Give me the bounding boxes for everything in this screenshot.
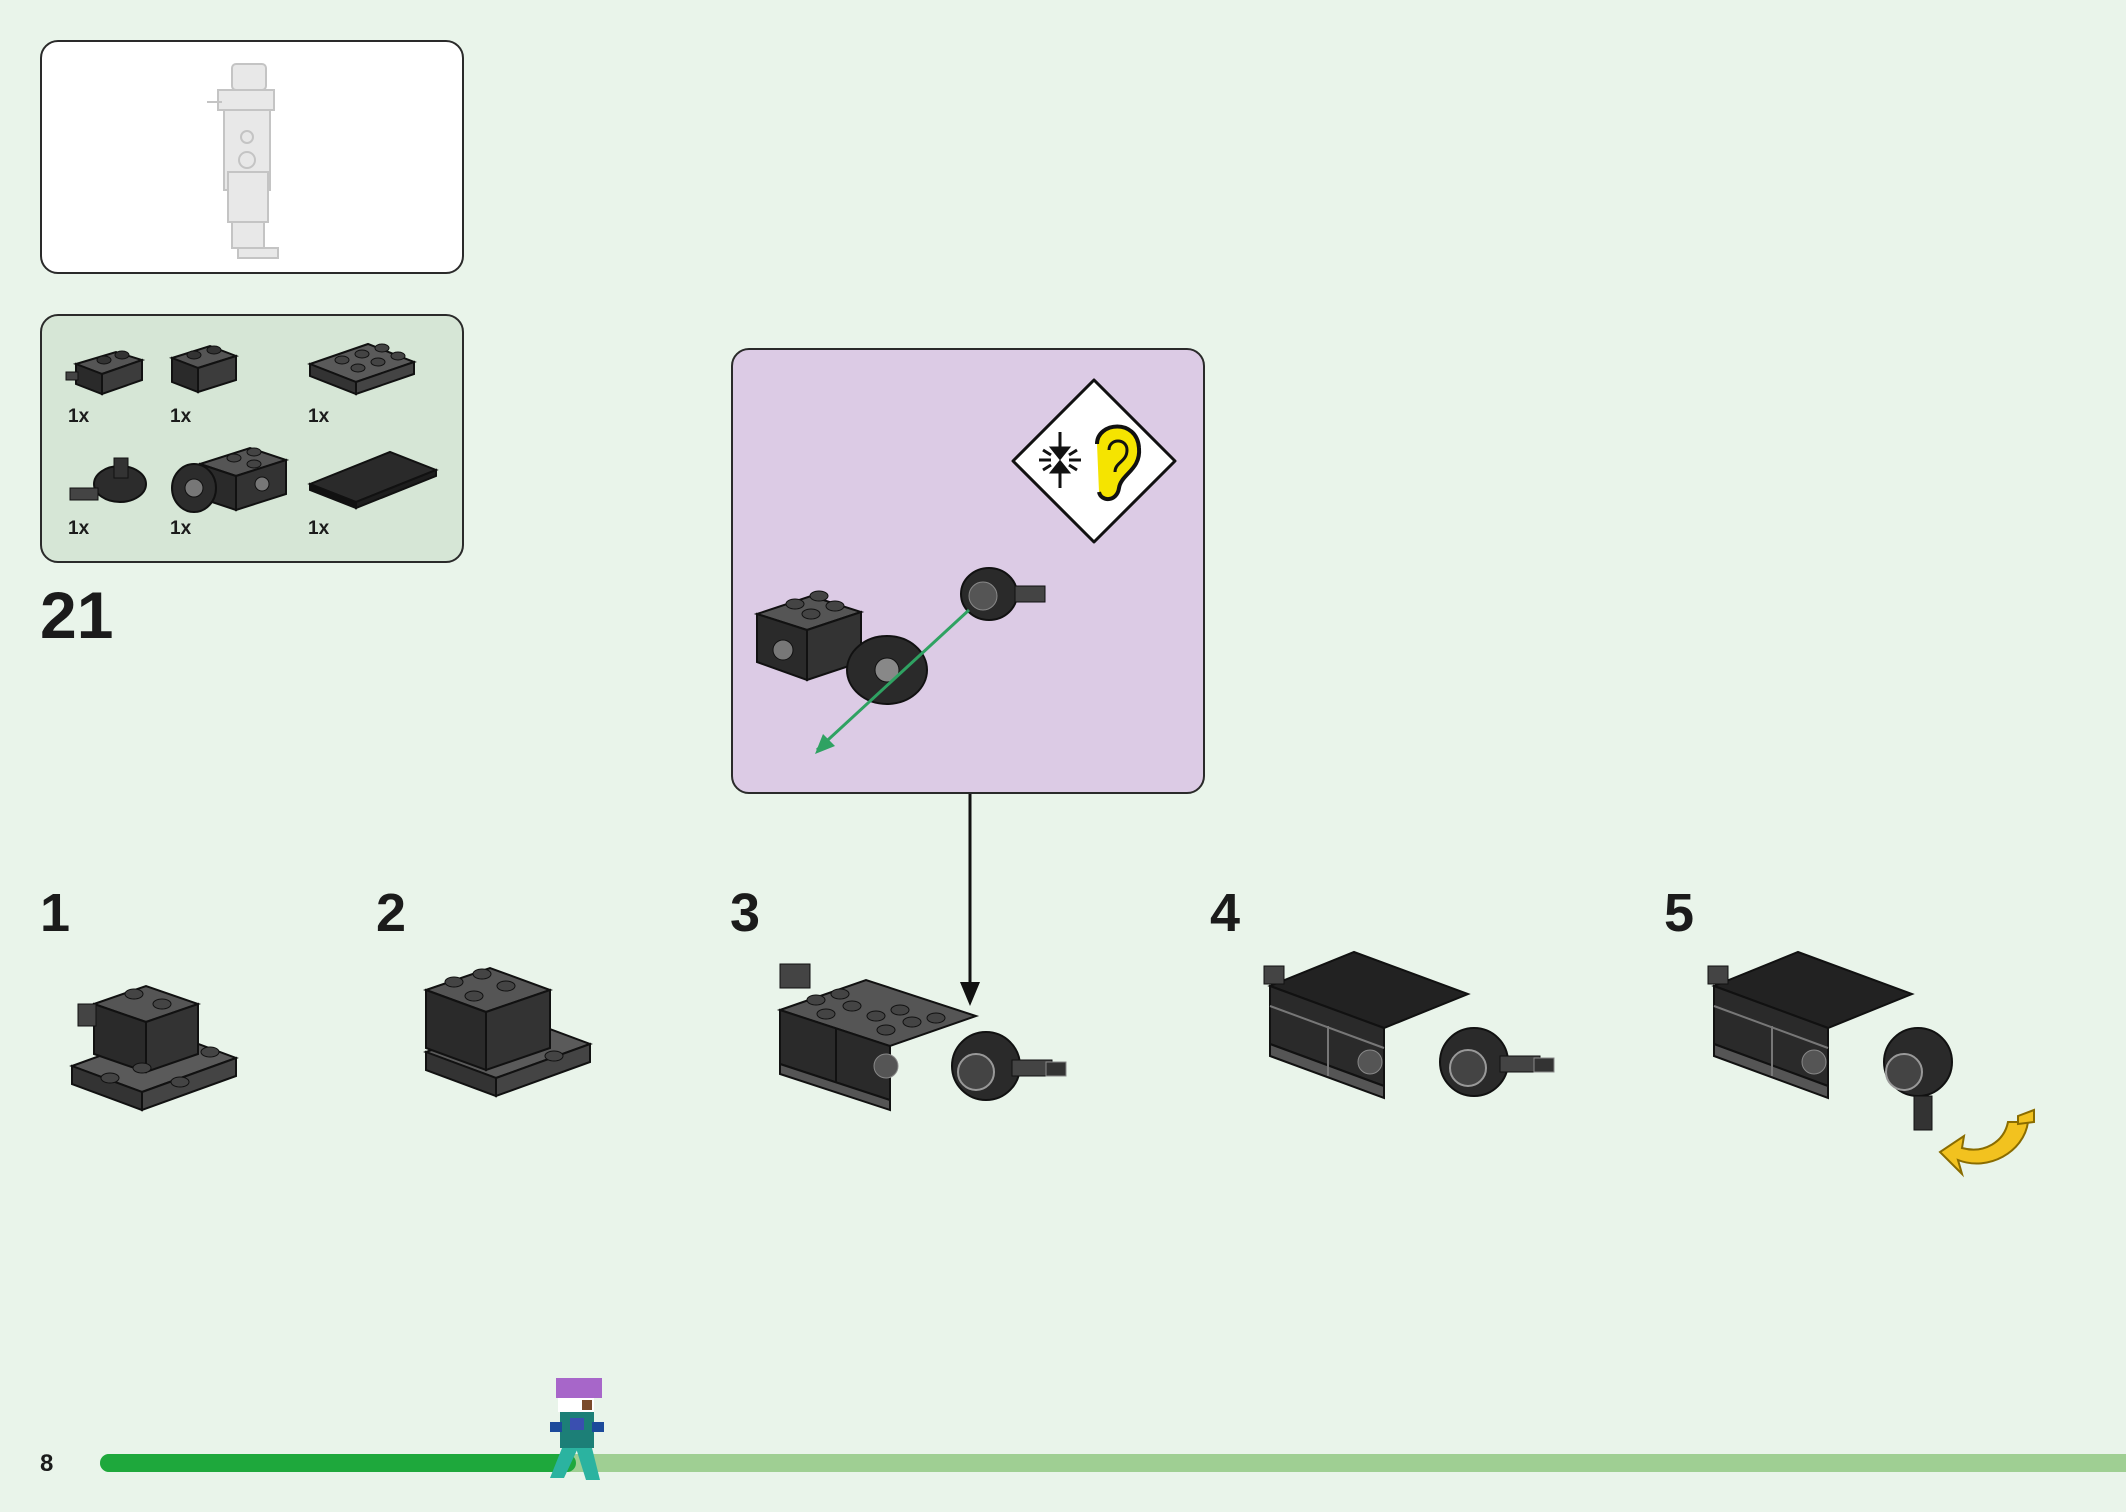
substep-4-assembly-icon — [1263, 950, 1555, 1100]
callout-assembly-illustration — [753, 567, 1046, 754]
progress-track — [100, 1454, 2126, 1472]
model-preview-panel — [40, 40, 464, 274]
callout-panel — [731, 348, 1205, 794]
part-qty: 1x — [68, 518, 90, 539]
callout-pointer-arrow — [960, 794, 980, 1006]
ball-joint-pin-icon — [69, 457, 147, 503]
page-number: 8 — [40, 1450, 54, 1477]
substep-number: 2 — [376, 883, 407, 943]
rotate-arrow-icon — [1938, 1121, 2030, 1178]
brick-1x2-with-pin-icon — [65, 350, 146, 396]
part-qty: 1x — [308, 406, 330, 427]
progress-fill — [100, 1454, 576, 1472]
substep-5-assembly-icon — [1707, 950, 2035, 1178]
substep-3-assembly-icon — [776, 963, 1067, 1112]
substep-number: 1 — [40, 883, 71, 943]
progress-character-icon — [550, 1378, 604, 1480]
tile-2x4-icon — [307, 450, 439, 510]
substep-number: 5 — [1664, 883, 1695, 943]
parts-list-panel: 1x 1x 1x 1x 1x — [40, 314, 464, 563]
step-number: 21 — [40, 578, 114, 652]
press-and-listen-click-icon — [1011, 378, 1177, 544]
part-qty: 1x — [170, 406, 192, 427]
substep-2-assembly-icon — [423, 966, 593, 1098]
substep-1-assembly-icon — [69, 984, 239, 1112]
part-qty: 1x — [170, 518, 192, 539]
plate-2x3-icon — [307, 342, 417, 396]
part-qty: 1x — [308, 518, 330, 539]
technic-brick-with-socket-icon — [171, 446, 290, 513]
brick-1x2-icon — [168, 344, 240, 394]
substep-number: 3 — [730, 883, 761, 943]
model-preview-figure-icon — [207, 63, 279, 259]
part-qty: 1x — [68, 406, 90, 427]
substep-number: 4 — [1210, 883, 1241, 943]
